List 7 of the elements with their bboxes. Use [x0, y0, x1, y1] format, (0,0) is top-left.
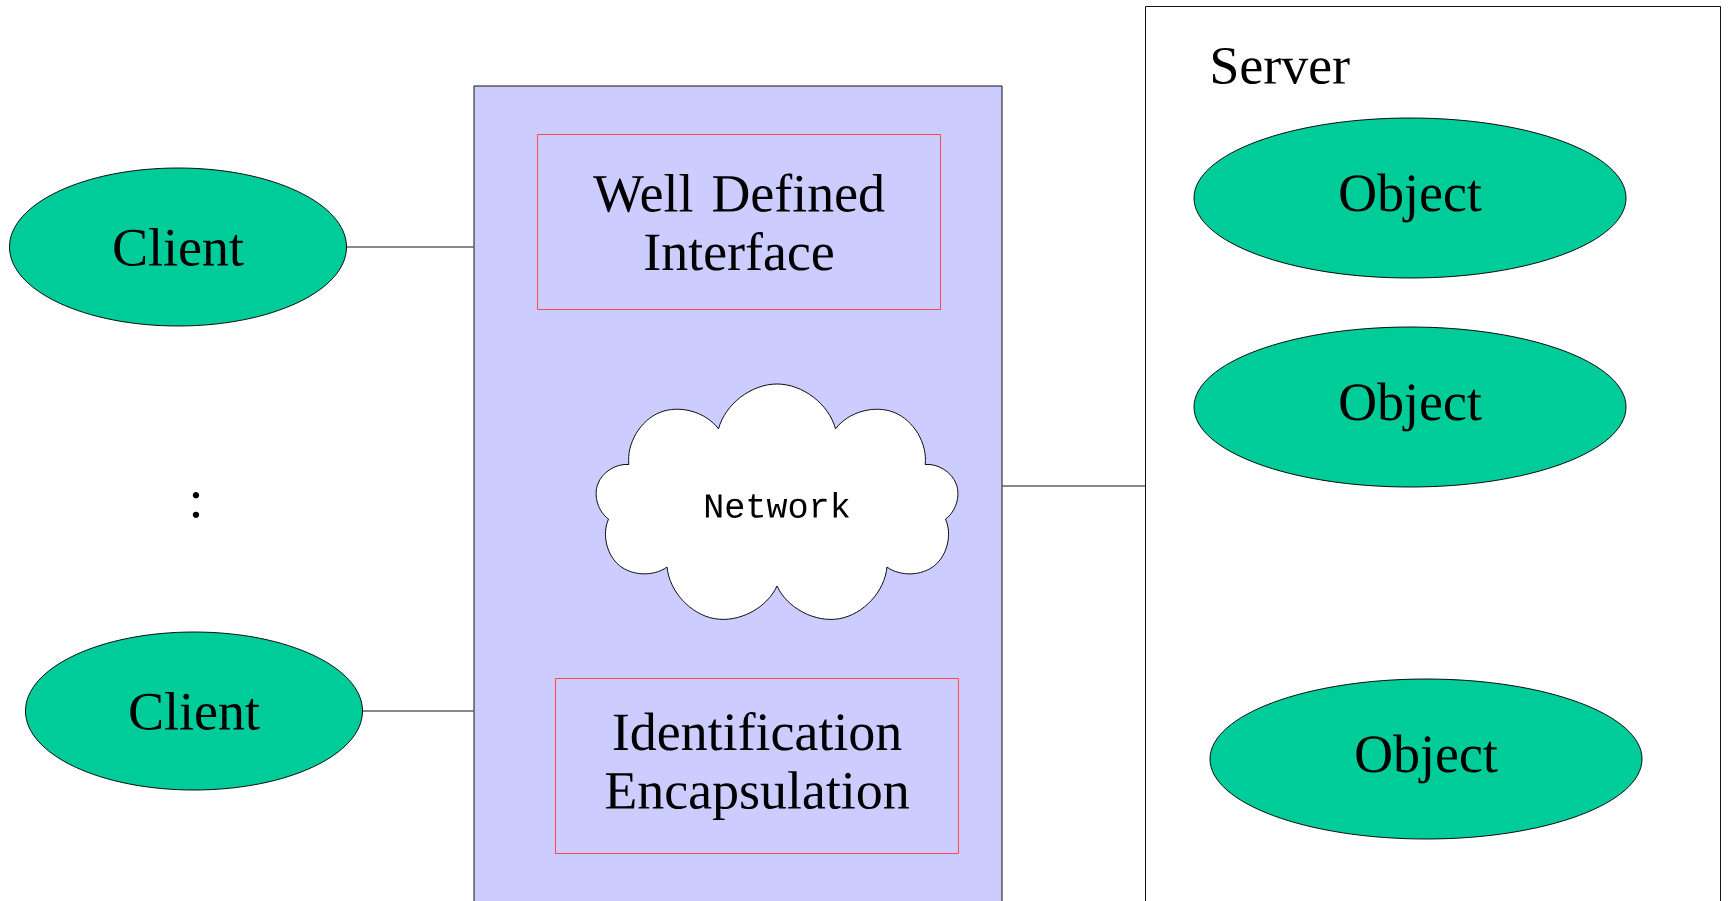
ellipsis-dots: : — [192, 492, 200, 519]
connector-line — [1002, 485, 1146, 487]
interface-box: Well Defined Interface — [537, 134, 941, 310]
network-cloud: Network — [595, 383, 959, 620]
interface-box: Identification Encapsulation — [555, 678, 959, 854]
connector-line — [346, 246, 474, 248]
connector-line — [362, 710, 474, 712]
